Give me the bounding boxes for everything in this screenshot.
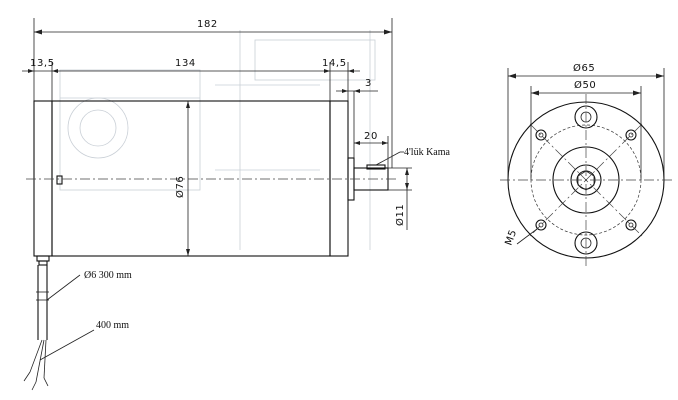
cable-gland [36, 255, 50, 262]
end-view: Ø65 Ø50 M5 [500, 62, 672, 266]
hole-thread-label: M5 [503, 228, 519, 247]
lead-length-label: 400 mm [96, 320, 129, 331]
back-cap-marker [56, 175, 63, 185]
dim-right-cap: 14,5 [322, 58, 347, 69]
dim-shaft-diameter: Ø11 [394, 204, 406, 226]
dim-body-diameter: Ø76 [174, 176, 186, 198]
dim-outer-diameter: Ø65 [573, 62, 595, 74]
center-boss [552, 146, 620, 214]
cable-assembly: Ø6 300 mm 400 mm [23, 255, 132, 391]
bottom-screw [574, 231, 598, 255]
shaft-hub [570, 164, 602, 196]
dim-left-cap: 13,5 [30, 58, 55, 69]
back-cap [33, 100, 53, 257]
cable-diameter-label: Ø6 300 mm [84, 270, 132, 281]
mounting-hole [535, 219, 547, 231]
dim-bolt-circle-diameter: Ø50 [574, 79, 596, 91]
dim-shaft-step: 3 [365, 78, 372, 89]
mounting-hole [535, 129, 547, 141]
dim-overall-length: 182 [197, 19, 218, 30]
dim-body-length: 134 [175, 58, 196, 69]
mounting-hole [625, 129, 637, 141]
motor-body [51, 100, 331, 257]
mounting-hole [625, 219, 637, 231]
side-view: 182 13,5 134 14,5 3 20 4'lük Kama Ø76 [22, 18, 451, 257]
dim-shaft-length: 20 [364, 131, 378, 142]
front-flange [329, 100, 349, 257]
key-note: 4'lük Kama [404, 147, 451, 158]
top-screw [574, 105, 598, 129]
background-ghost-sketch [59, 30, 376, 250]
